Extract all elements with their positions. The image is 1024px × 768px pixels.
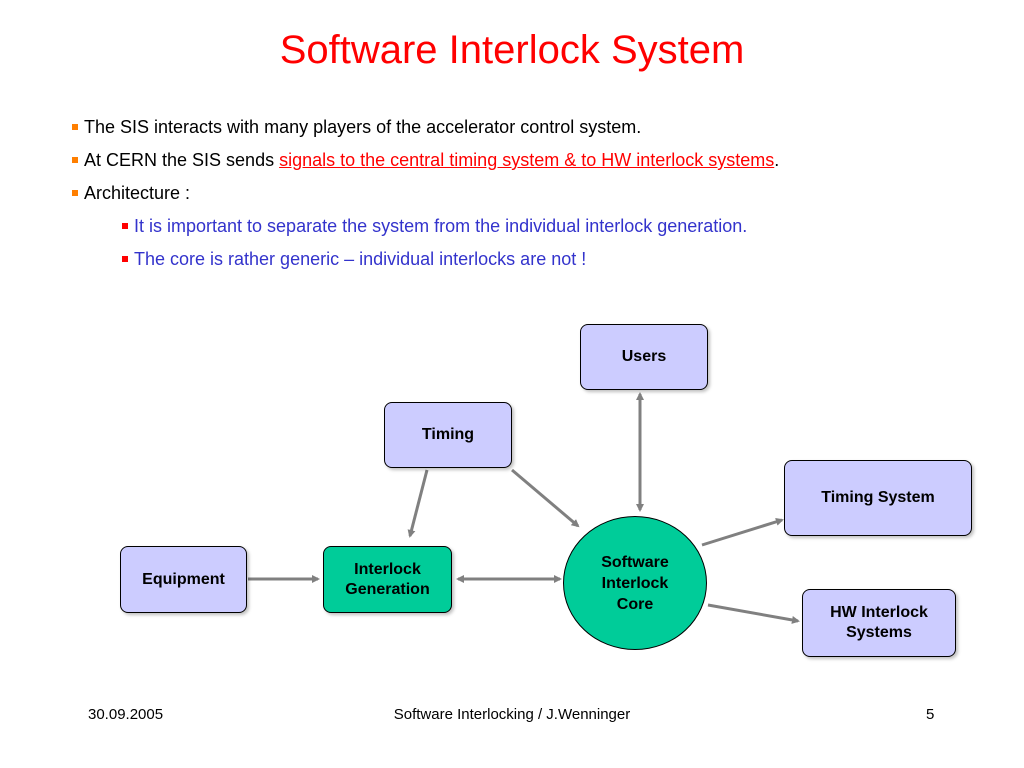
timing-label: Timing: [421, 426, 475, 443]
footer-page-number: 5: [926, 706, 935, 723]
hw-interlock-label: HW Interlock Systems: [830, 604, 928, 641]
bullet-text-suffix: .: [774, 150, 780, 170]
bullet-architecture: Architecture :: [72, 182, 972, 204]
slide-title: Software Interlock System: [279, 28, 745, 72]
equipment-label: Equipment: [142, 570, 225, 588]
bullet-square-icon: [72, 124, 78, 130]
bullet-text: The SIS interacts with many players of t…: [84, 117, 642, 137]
timing-system-box: Timing System: [784, 460, 972, 536]
sub-bullet-core-generic: The core is rather generic – individual …: [122, 248, 972, 270]
users-label: Users: [621, 348, 667, 365]
software-interlock-core: Software Interlock Core: [563, 516, 707, 650]
sub-bullet-separate: It is important to separate the system f…: [122, 215, 972, 237]
hw-interlock-box: HW Interlock Systems: [802, 589, 956, 657]
bullet-square-icon: [122, 223, 128, 229]
signals-link[interactable]: signals to the central timing system & t…: [279, 150, 775, 170]
bullet-text: It is important to separate the system f…: [134, 216, 748, 236]
interlock-generation-label: Interlock Generation: [345, 560, 430, 598]
timing-box: Timing: [384, 402, 512, 468]
arrow-core-timing-system: [701, 517, 784, 547]
footer-title: Software Interlocking / J.Wenninger: [393, 706, 631, 723]
users-box: Users: [580, 324, 708, 390]
timing-system-label: Timing System: [821, 489, 935, 506]
core-label: Software Interlock Core: [601, 553, 669, 613]
arrow-timing-core: [511, 468, 580, 528]
interlock-generation-box: Interlock Generation: [323, 546, 452, 613]
arrow-timing-interlock: [407, 469, 429, 538]
bullet-sis-interacts: The SIS interacts with many players of t…: [72, 116, 972, 138]
bullet-square-icon: [72, 157, 78, 163]
arrow-core-hw-interlock: [707, 603, 800, 624]
bullet-square-icon: [72, 190, 78, 196]
bullet-square-icon: [122, 256, 128, 262]
bullet-text-prefix: At CERN the SIS sends: [84, 150, 280, 170]
bullet-list: The SIS interacts with many players of t…: [72, 116, 972, 281]
footer-date: 30.09.2005: [88, 706, 164, 723]
bullet-cern-signals: At CERN the SIS sends signals to the cen…: [72, 149, 972, 171]
bullet-text: Architecture :: [84, 183, 191, 203]
bullet-text: The core is rather generic – individual …: [134, 249, 587, 269]
equipment-box: Equipment: [120, 546, 247, 613]
